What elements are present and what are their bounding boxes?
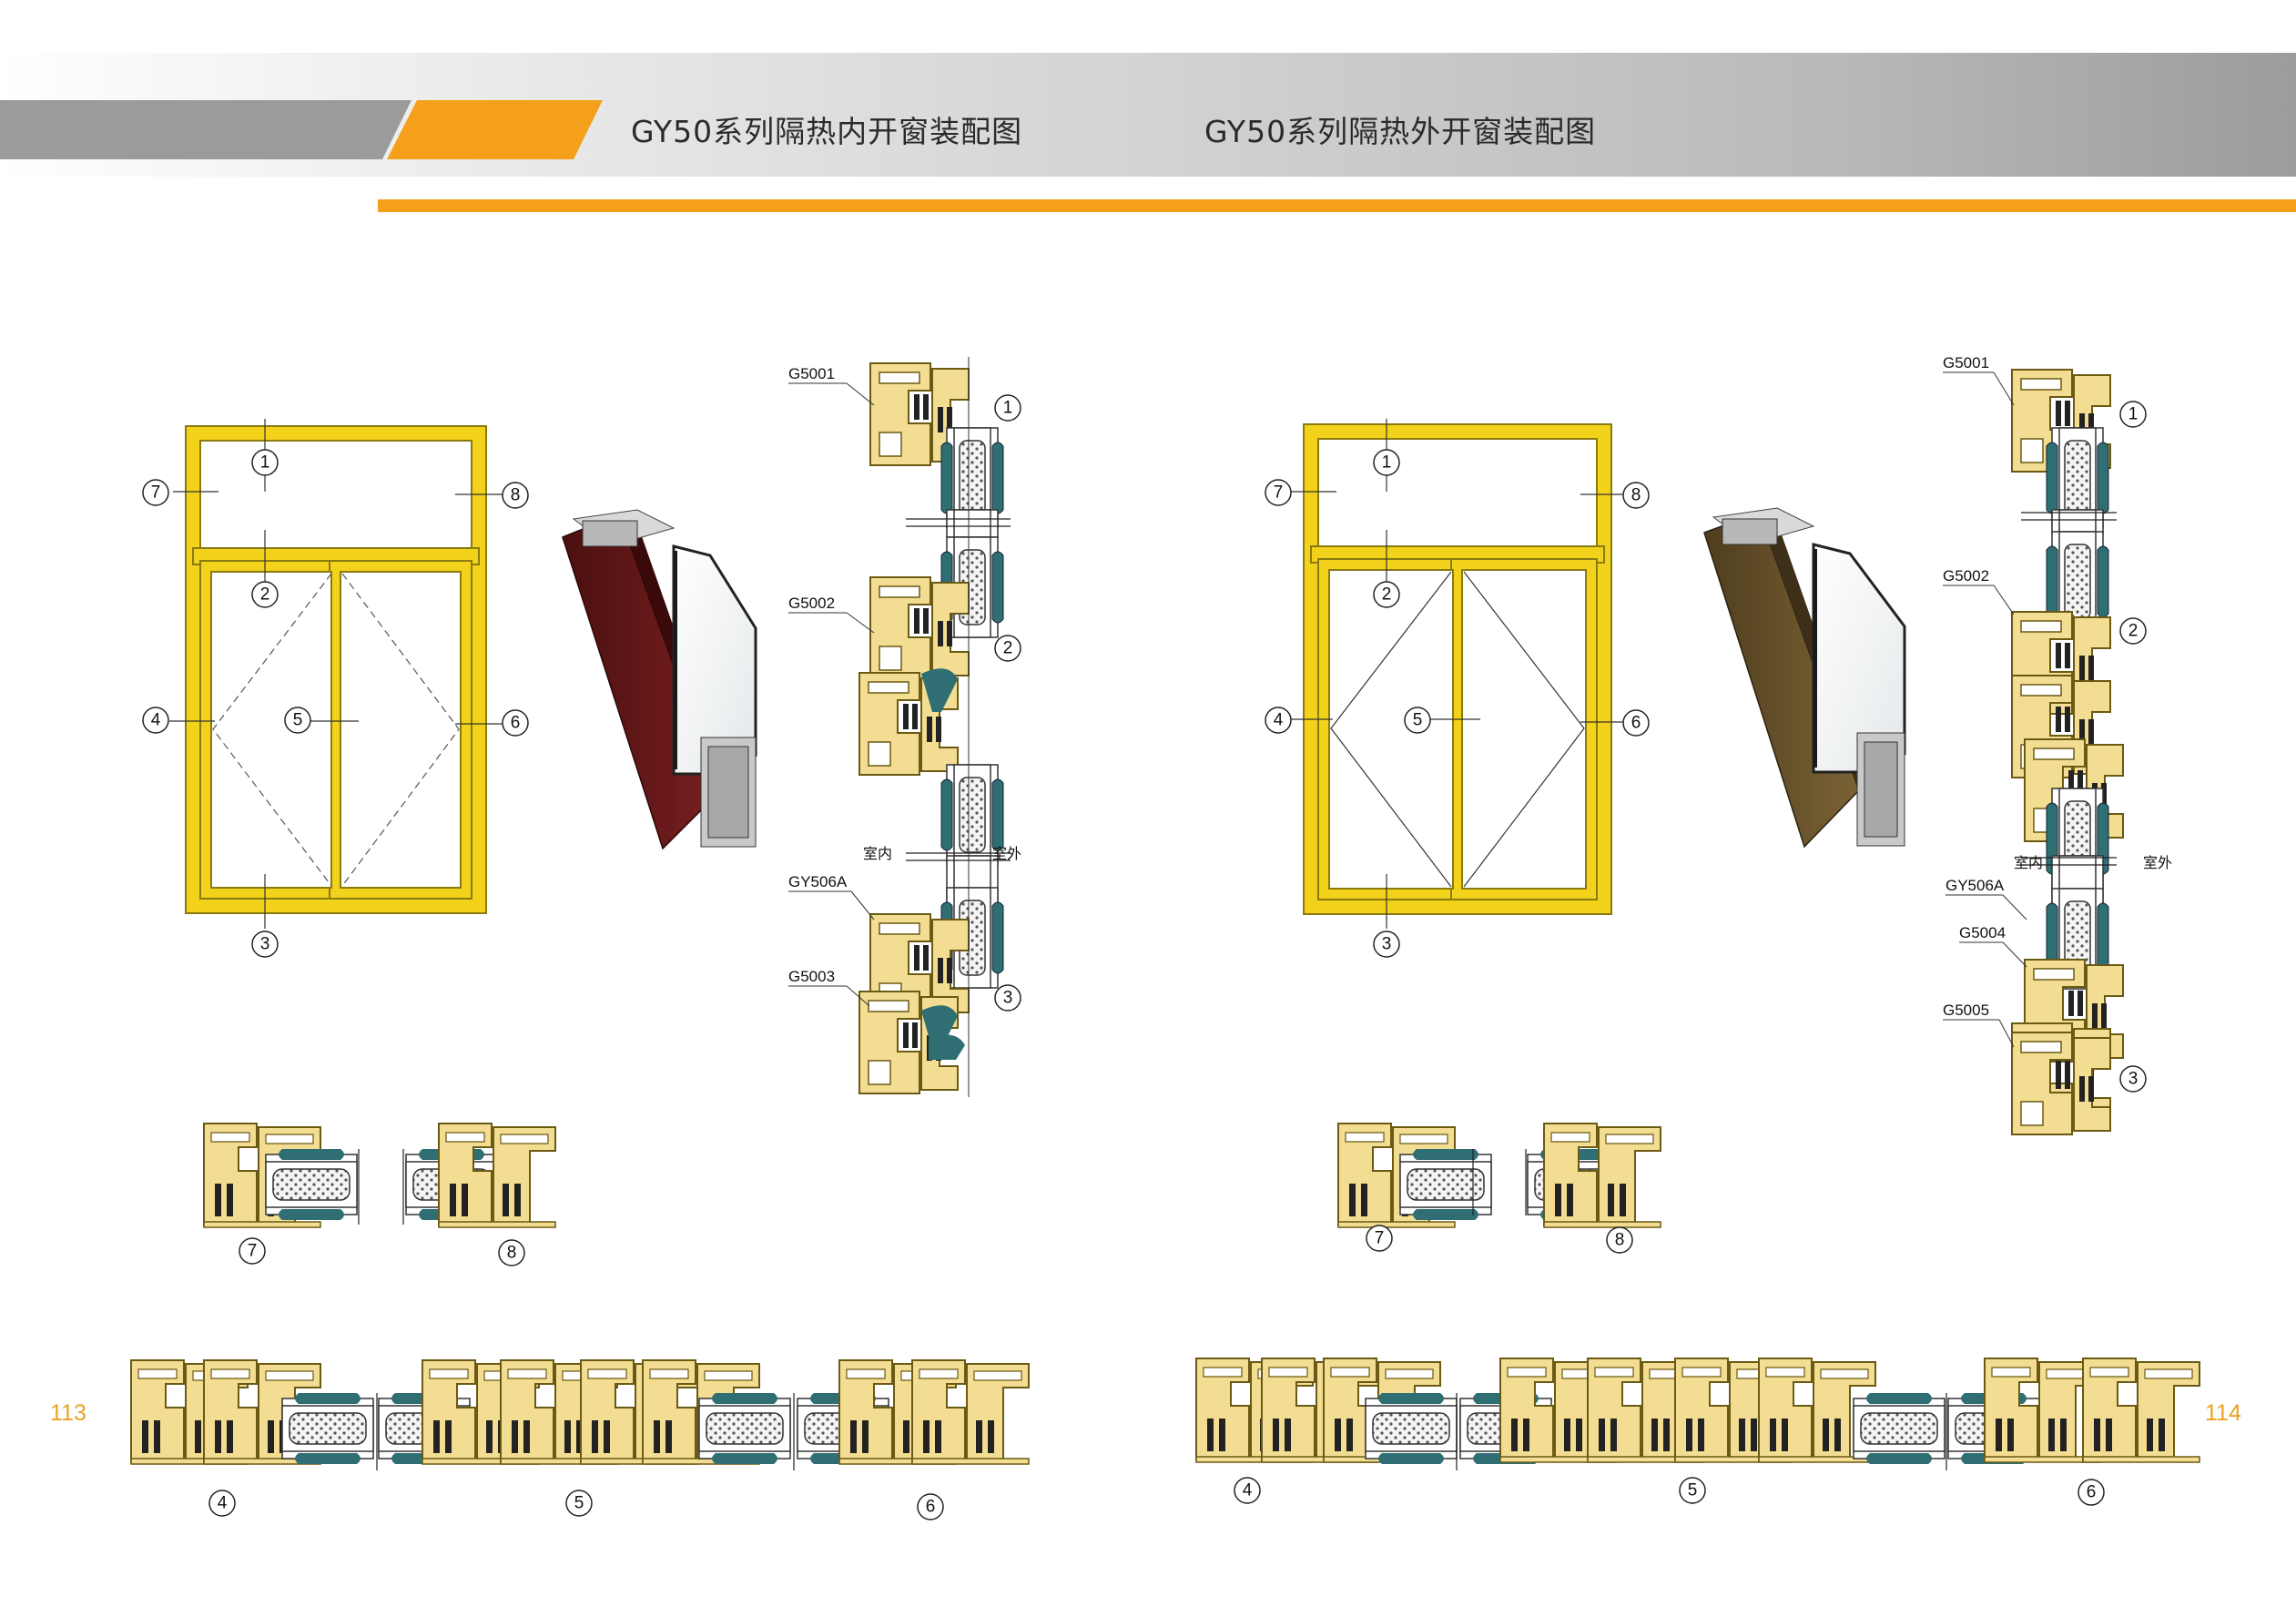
section-callout-7: 7 <box>248 1242 258 1261</box>
left-section-7-8: 7 8 <box>203 1123 556 1266</box>
left-profile-labels: G5001 G5002 GY506A G5003 室内 室外 1 2 3 <box>788 365 1021 1012</box>
r-label-g5001: G5001 <box>1943 354 1989 371</box>
header-accent-rule <box>378 199 2296 212</box>
section-callout-8: 8 <box>507 1244 517 1263</box>
label-g5003: G5003 <box>788 968 835 985</box>
callout-6: 6 <box>511 714 521 733</box>
title-inward-window: GY50系列隔热内开窗装配图 <box>631 114 1023 149</box>
right-callouts: 1 7 8 2 4 5 6 3 <box>1265 449 1650 958</box>
r-callout-5: 5 <box>1413 711 1423 730</box>
callout-5: 5 <box>293 711 303 730</box>
r-section-callout-3: 3 <box>2128 1070 2139 1089</box>
callout-1: 1 <box>260 453 270 473</box>
right-profile-labels: G5001 G5002 GY506A G5004 G5005 室内 室外 1 2… <box>1943 354 2172 1093</box>
r-callout-2: 2 <box>1382 585 1392 605</box>
left-corner-sample <box>562 509 757 850</box>
r-callout-1: 1 <box>1382 453 1392 473</box>
r-callout-3: 3 <box>1382 935 1392 954</box>
callout-3: 3 <box>260 935 270 954</box>
r-callout-7: 7 <box>1274 483 1284 503</box>
section-callout-5: 5 <box>574 1494 584 1513</box>
section-callout-2: 2 <box>1003 639 1013 658</box>
right-horizontal-section: 4 5 6 <box>1195 1358 2200 1506</box>
r-label-g5004: G5004 <box>1959 924 2006 941</box>
left-horizontal-section: 4 5 6 <box>130 1359 1030 1520</box>
right-vertical-section <box>2007 365 2131 1139</box>
r-section-callout-6: 6 <box>2087 1483 2097 1502</box>
left-vertical-section <box>855 357 1011 1098</box>
label-g5001: G5001 <box>788 365 835 382</box>
section-callout-3: 3 <box>1003 989 1013 1008</box>
label-interior: 室内 <box>863 845 892 862</box>
section-callout-1: 1 <box>1003 399 1013 418</box>
r-label-g5002: G5002 <box>1943 567 1989 585</box>
r-section-callout-4: 4 <box>1243 1481 1253 1500</box>
section-callout-6: 6 <box>926 1498 936 1517</box>
header-accent-shape <box>387 100 603 159</box>
label-gy506a: GY506A <box>788 873 848 890</box>
r-section-callout-8: 8 <box>1615 1231 1625 1250</box>
left-callouts: 1 7 8 2 4 5 6 3 <box>142 449 529 958</box>
callout-7: 7 <box>151 483 161 503</box>
r-label-gy506a: GY506A <box>1946 877 2005 894</box>
r-callout-4: 4 <box>1274 711 1284 730</box>
r-section-callout-1: 1 <box>2128 405 2139 424</box>
r-callout-8: 8 <box>1631 486 1641 505</box>
r-section-callout-2: 2 <box>2128 622 2139 641</box>
right-window-elevation <box>1287 419 1624 929</box>
label-g5002: G5002 <box>788 595 835 612</box>
callout-2: 2 <box>260 585 270 605</box>
r-callout-6: 6 <box>1631 714 1641 733</box>
r-section-callout-5: 5 <box>1688 1481 1698 1500</box>
right-corner-sample <box>1703 507 1906 849</box>
page-number-right: 114 <box>2205 1400 2241 1426</box>
r-label-exterior: 室外 <box>2143 854 2172 871</box>
label-exterior: 室外 <box>992 845 1021 862</box>
header-gray-bar <box>0 100 411 159</box>
callout-4: 4 <box>151 711 161 730</box>
section-callout-4: 4 <box>218 1494 228 1513</box>
r-label-interior: 室内 <box>2014 854 2043 871</box>
left-window-elevation <box>169 419 503 929</box>
r-section-callout-7: 7 <box>1375 1229 1385 1248</box>
right-section-7-8: 7 8 <box>1337 1123 1661 1254</box>
callout-8: 8 <box>511 486 521 505</box>
r-label-g5005: G5005 <box>1943 1002 1989 1019</box>
title-outward-window: GY50系列隔热外开窗装配图 <box>1204 114 1597 149</box>
page-number-left: 113 <box>50 1400 86 1426</box>
